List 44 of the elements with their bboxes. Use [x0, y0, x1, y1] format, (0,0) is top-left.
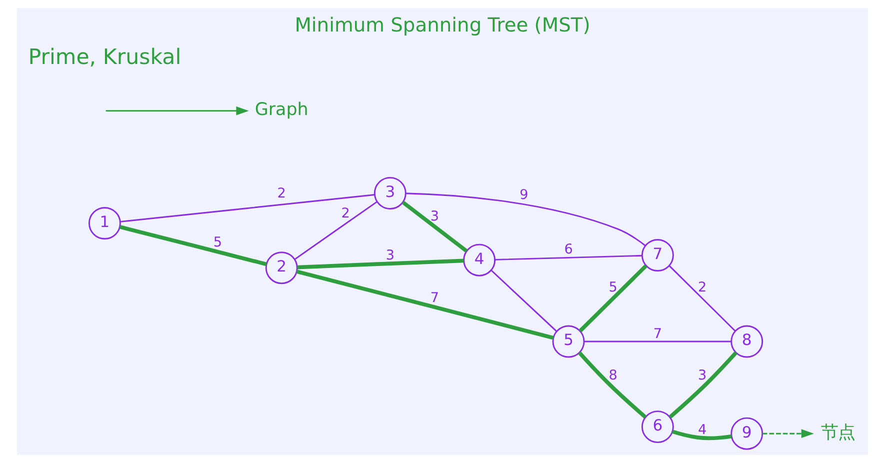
- node-circle: 6: [640, 410, 674, 444]
- connector: [120, 194, 374, 222]
- edge-label: 5: [212, 234, 222, 251]
- arrow: [762, 429, 814, 438]
- connector: [671, 430, 732, 440]
- node-circle: 4: [462, 244, 496, 276]
- node-text: 节点: [820, 422, 854, 443]
- node-text: Graph: [254, 100, 308, 120]
- connector: [668, 351, 737, 418]
- connector: [494, 254, 642, 260]
- edge-label: 6: [564, 242, 572, 258]
- connector: [668, 265, 736, 332]
- edge-label: 9: [519, 187, 528, 204]
- connector: [296, 270, 554, 340]
- edge-label: 8: [608, 368, 617, 384]
- edge-label: 5: [608, 279, 617, 296]
- edge-label: 4: [697, 422, 706, 438]
- label: Prime, Kruskal: [28, 44, 181, 70]
- node-circle: 3: [373, 176, 406, 210]
- connector: [490, 270, 557, 332]
- node-circle: 1: [88, 207, 120, 240]
- edge-label: 7: [652, 326, 662, 342]
- connector: [294, 201, 378, 260]
- edge-label: 3: [385, 247, 394, 264]
- connector: [577, 351, 646, 418]
- node-circle: 9: [730, 417, 763, 450]
- connector: [296, 258, 464, 270]
- node-circle: 2: [264, 252, 298, 284]
- arrow: [105, 106, 248, 116]
- edge-label: 3: [430, 208, 439, 225]
- edge-label: 3: [697, 368, 706, 384]
- connector: [584, 340, 731, 342]
- node-circle: 7: [640, 239, 674, 272]
- connector: [401, 200, 468, 253]
- diagram-title: Minimum Spanning Tree (MST): [294, 13, 590, 36]
- node-circle: 8: [730, 325, 763, 358]
- connector: [119, 225, 266, 266]
- edge-label: 7: [430, 290, 439, 306]
- edge-label: 2: [340, 206, 350, 222]
- connector: [578, 264, 647, 332]
- edge-label: 2: [697, 279, 706, 296]
- connector: [405, 192, 646, 246]
- node-circle: 5: [552, 325, 584, 358]
- edge-label: 2: [276, 185, 286, 202]
